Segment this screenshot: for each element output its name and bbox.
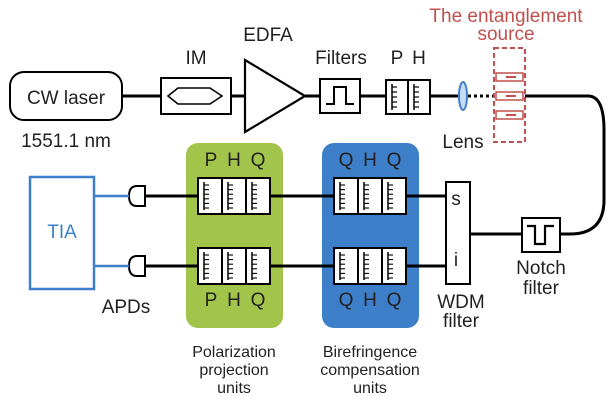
wdm-i-label: i <box>454 250 458 271</box>
edfa-amplifier-triangle <box>243 58 308 134</box>
apd-signal-detector <box>127 185 146 207</box>
notch-label-line1: Notch <box>516 258 566 279</box>
top-h-label: H <box>412 48 426 69</box>
projection-top-label-1: P <box>205 150 218 171</box>
tia-box <box>28 175 96 291</box>
compensation-caption-line2: compensation <box>320 362 420 379</box>
compensation-bottom-label-3: Q <box>387 290 402 311</box>
compensation-caption-line3: units <box>353 380 387 397</box>
notch-filter <box>521 217 561 253</box>
wavelength-label: 1551.1 nm <box>21 131 111 152</box>
lens-label: Lens <box>442 132 483 153</box>
tia-label: TIA <box>47 222 77 243</box>
compensation-waveplates-idler <box>333 247 407 285</box>
edfa-label: EDFA <box>243 25 293 46</box>
apd-idler-detector <box>127 255 146 277</box>
projection-top-label-2: H <box>227 150 241 171</box>
intensity-modulator <box>160 77 232 115</box>
apds-label: APDs <box>102 297 151 318</box>
compensation-waveplates-signal <box>333 177 407 215</box>
projection-caption-line1: Polarization <box>192 344 276 361</box>
projection-bottom-label-3: Q <box>251 290 266 311</box>
top-p-label: P <box>391 48 404 69</box>
projection-waveplates-signal <box>197 177 271 215</box>
top-waveplate-pair <box>385 79 431 115</box>
projection-caption-line2: projection <box>199 362 268 379</box>
projection-waveplates-idler <box>197 247 271 285</box>
compensation-top-label-3: Q <box>387 150 402 171</box>
projection-bottom-label-1: P <box>205 290 218 311</box>
cw-laser-label: CW laser <box>27 88 106 109</box>
wdm-label-line2: filter <box>443 311 480 332</box>
projection-top-label-3: Q <box>251 150 266 171</box>
source-title-line1: The entanglement <box>429 6 583 27</box>
lens-icon <box>458 81 468 111</box>
source-title-line2: source <box>477 24 534 45</box>
bandpass-filter <box>319 78 361 114</box>
im-label: IM <box>185 48 206 69</box>
compensation-top-label-2: H <box>363 150 377 171</box>
filters-label: Filters <box>315 48 367 69</box>
compensation-bottom-label-2: H <box>363 290 377 311</box>
compensation-bottom-label-1: Q <box>339 290 354 311</box>
compensation-top-label-1: Q <box>339 150 354 171</box>
wdm-s-label: s <box>451 189 461 210</box>
projection-caption-line3: units <box>217 380 251 397</box>
wdm-label-line1: WDM <box>437 292 484 313</box>
projection-bottom-label-2: H <box>227 290 241 311</box>
wdm-filter-box <box>445 181 471 285</box>
notch-label-line2: filter <box>523 278 560 299</box>
fiber-source-notch <box>525 94 606 236</box>
compensation-caption-line1: Birefringence <box>323 344 417 361</box>
entanglement-source <box>493 47 526 143</box>
